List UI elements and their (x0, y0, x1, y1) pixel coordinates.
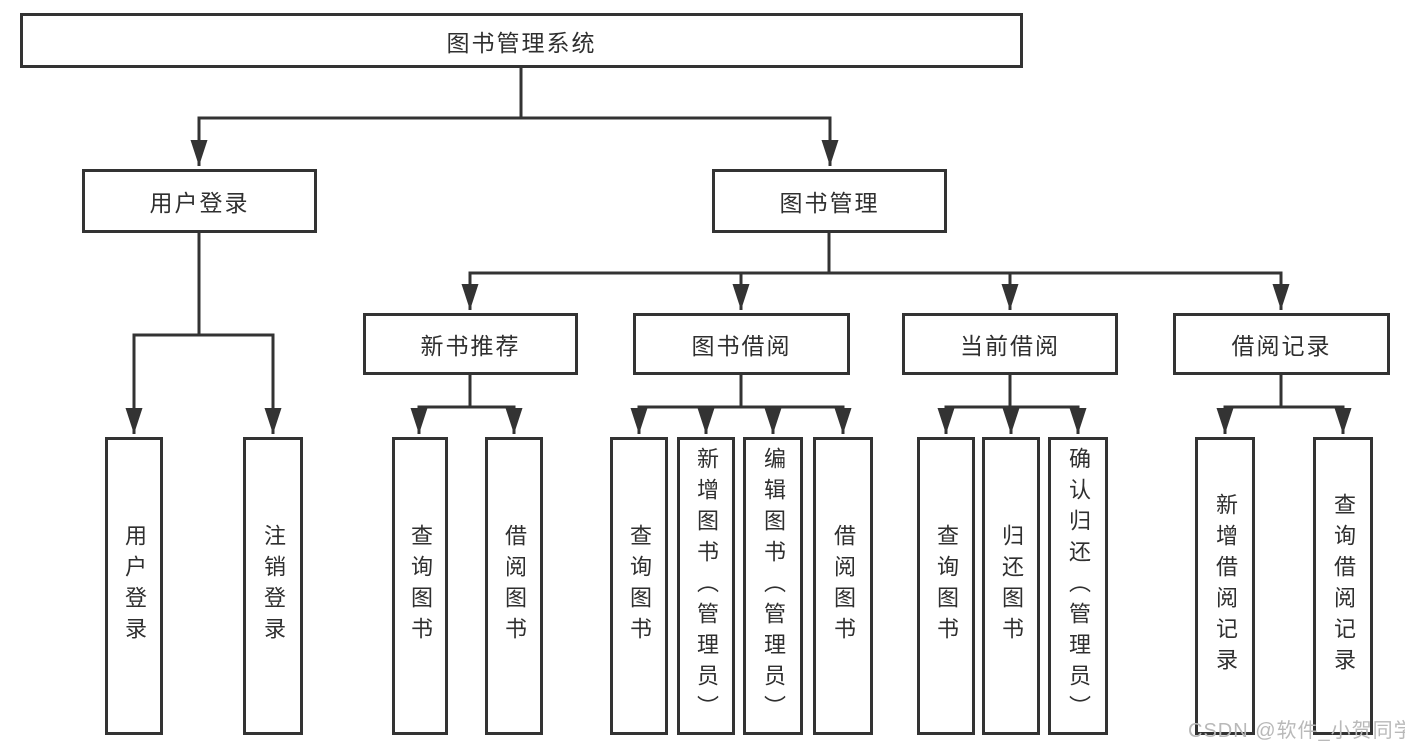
leaf-logout: 注销登录 (243, 437, 303, 735)
leaf-borrow-add-books-admin: 新增图书（管理员） (677, 437, 735, 735)
node-root-system-label: 图书管理系统 (446, 29, 597, 56)
node-book-management-label: 图书管理 (779, 190, 880, 216)
connector-new-book-branch (410, 375, 523, 434)
leaf-borrow-borrow-books-label: 借阅图书 (831, 524, 856, 648)
node-borrow-records-label: 借阅记录 (1231, 333, 1332, 359)
leaf-current-confirm-return-admin-label: 确认归还（管理员） (1066, 446, 1091, 726)
leaf-borrow-edit-books-admin-label: 编辑图书（管理员） (761, 446, 786, 726)
node-new-book-recommend: 新书推荐 (363, 313, 578, 375)
leaf-logout-label: 注销登录 (261, 524, 286, 648)
leaf-record-add-borrow-record: 新增借阅记录 (1195, 437, 1255, 735)
node-root-system: 图书管理系统 (20, 13, 1023, 68)
leaf-user-login-label: 用户登录 (122, 524, 147, 648)
leaf-current-return-books-label: 归还图书 (999, 524, 1024, 648)
connector-book-management-branch (461, 233, 1290, 310)
leaf-newbook-borrow-books-label: 借阅图书 (502, 524, 527, 648)
leaf-current-query-books: 查询图书 (917, 437, 975, 735)
leaf-borrow-add-books-admin-label: 新增图书（管理员） (694, 446, 719, 726)
connector-book-borrow-branch (630, 375, 852, 434)
node-current-borrow-label: 当前借阅 (960, 333, 1060, 359)
leaf-borrow-borrow-books: 借阅图书 (813, 437, 873, 735)
leaf-user-login: 用户登录 (105, 437, 163, 735)
node-book-management: 图书管理 (712, 169, 947, 233)
node-new-book-recommend-label: 新书推荐 (420, 333, 521, 359)
node-user-login: 用户登录 (82, 169, 317, 233)
leaf-record-add-borrow-record-label: 新增借阅记录 (1213, 493, 1238, 679)
leaf-current-query-books-label: 查询图书 (934, 524, 959, 648)
leaf-borrow-query-books-label: 查询图书 (627, 524, 652, 648)
leaf-borrow-query-books: 查询图书 (610, 437, 668, 735)
leaf-current-return-books: 归还图书 (982, 437, 1040, 735)
csdn-watermark: CSDN @软件_小贺同学 (1188, 720, 1405, 742)
leaf-newbook-query-books: 查询图书 (392, 437, 448, 735)
connector-user-login-branch (125, 233, 282, 434)
node-user-login-label: 用户登录 (149, 190, 250, 216)
connector-current-borrow-branch (937, 375, 1087, 434)
leaf-record-query-borrow-record-label: 查询借阅记录 (1331, 493, 1356, 679)
leaf-current-confirm-return-admin: 确认归还（管理员） (1048, 437, 1108, 735)
node-current-borrow: 当前借阅 (902, 313, 1118, 375)
leaf-record-query-borrow-record: 查询借阅记录 (1313, 437, 1373, 735)
leaf-borrow-edit-books-admin: 编辑图书（管理员） (743, 437, 803, 735)
leaf-newbook-query-books-label: 查询图书 (408, 524, 433, 648)
leaf-newbook-borrow-books: 借阅图书 (485, 437, 543, 735)
node-borrow-records: 借阅记录 (1173, 313, 1390, 375)
connector-root-to-level2 (190, 68, 839, 166)
node-book-borrow-label: 图书借阅 (691, 333, 792, 359)
node-book-borrow: 图书借阅 (633, 313, 850, 375)
connector-borrow-record-branch (1216, 375, 1352, 434)
